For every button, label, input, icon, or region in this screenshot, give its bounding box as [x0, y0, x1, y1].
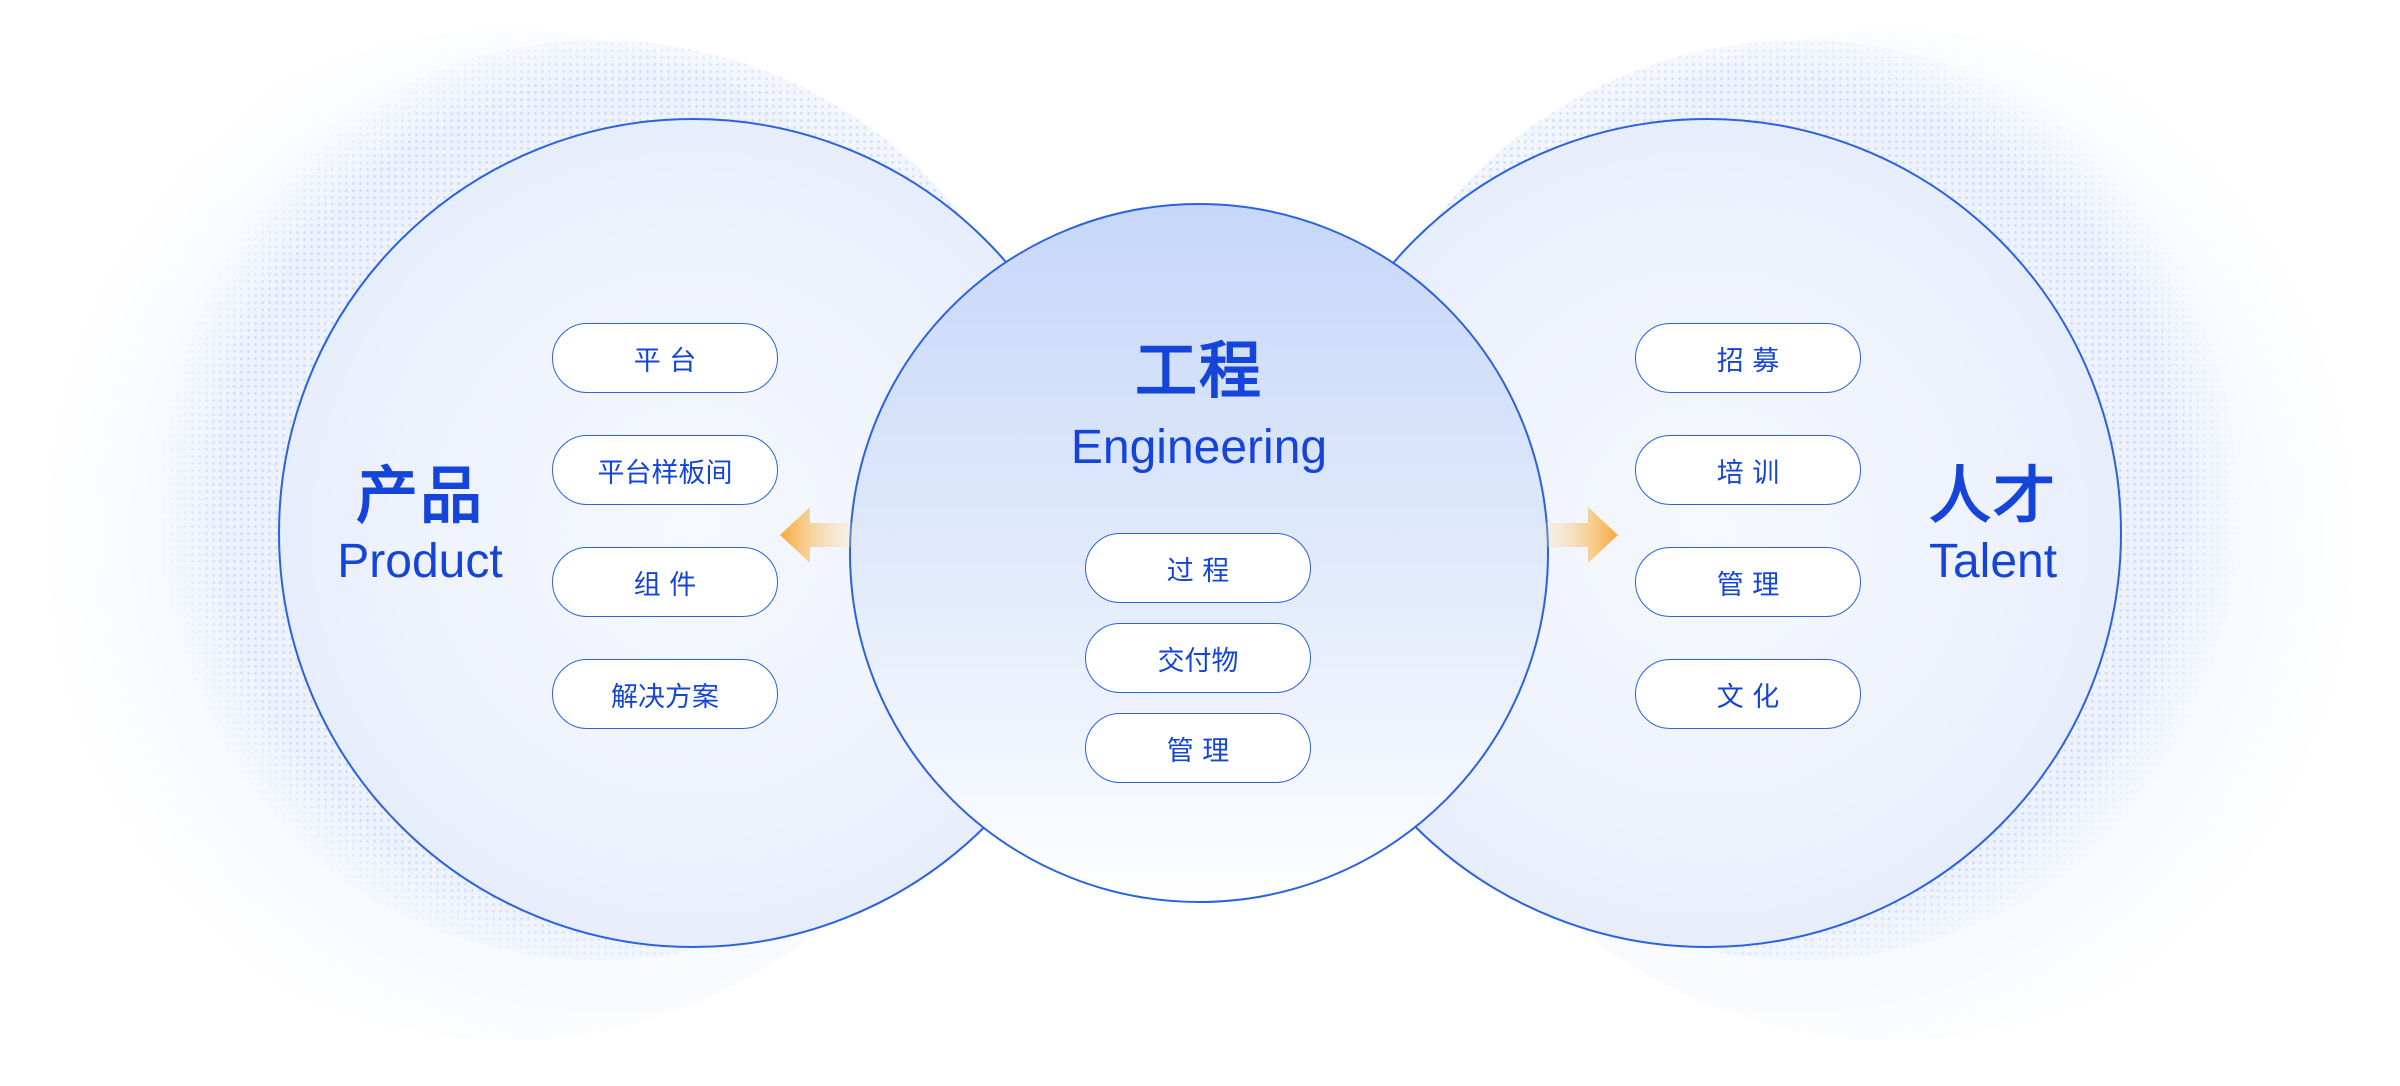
- talent-item-training[interactable]: 培 训: [1635, 435, 1861, 505]
- right-arrow-icon: [1542, 507, 1618, 563]
- engineering-item-deliverables[interactable]: 交付物: [1085, 623, 1311, 693]
- product-item-platform-showroom[interactable]: 平台样板间: [552, 435, 778, 505]
- product-item-platform[interactable]: 平 台: [552, 323, 778, 393]
- talent-item-recruiting[interactable]: 招 募: [1635, 323, 1861, 393]
- product-item-components[interactable]: 组 件: [552, 547, 778, 617]
- engineering-item-process[interactable]: 过 程: [1085, 533, 1311, 603]
- talent-title-en: Talent: [1928, 535, 2058, 588]
- talent-item-management[interactable]: 管 理: [1635, 547, 1861, 617]
- talent-title-cn: 人才: [1928, 459, 2057, 532]
- product-item-solutions[interactable]: 解决方案: [552, 659, 778, 729]
- engineering-title-cn: 工程: [1134, 334, 1263, 407]
- product-title-en: Product: [337, 535, 503, 588]
- engineering-item-management[interactable]: 管 理: [1085, 713, 1311, 783]
- talent-item-culture[interactable]: 文 化: [1635, 659, 1861, 729]
- left-arrow-icon: [780, 507, 856, 563]
- engineering-title-en: Engineering: [1070, 421, 1328, 474]
- product-title-cn: 产品: [355, 459, 484, 532]
